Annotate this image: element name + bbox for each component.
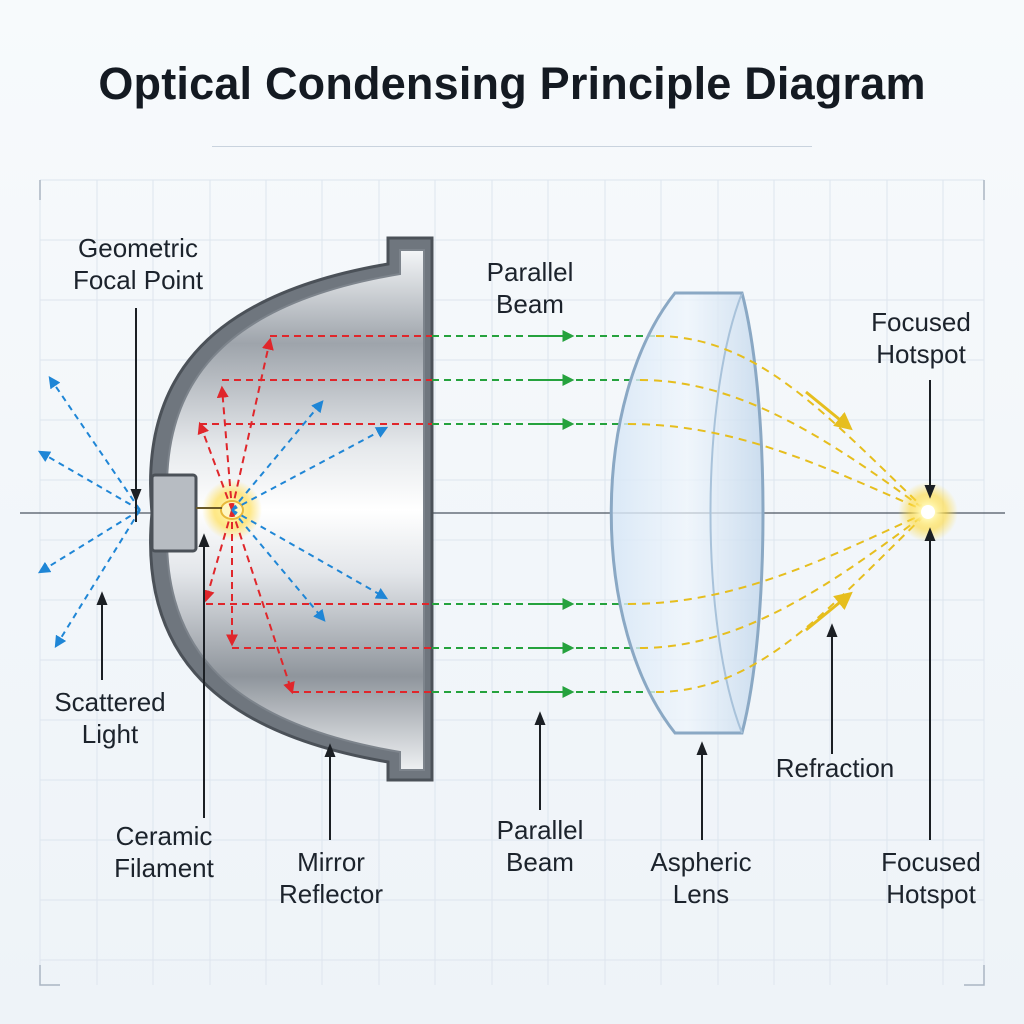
label-parallel-beam-top: Parallel Beam [486, 257, 574, 319]
glowing-focus-icon [898, 482, 958, 542]
title-divider [212, 146, 812, 147]
label-mirror-reflector: Mirror Reflector [278, 847, 384, 909]
label-parallel-beam-bottom: Parallel Beam [496, 815, 584, 877]
lamp-socket [150, 473, 198, 553]
label-refraction: Refraction [775, 753, 895, 783]
label-focused-hotspot-bottom: Focused Hotspot [881, 847, 981, 909]
page-title: Optical Condensing Principle Diagram [98, 58, 926, 109]
aspheric-lens [609, 291, 765, 735]
label-ceramic-filament: Ceramic Filament [114, 821, 214, 883]
mirror-reflector [149, 236, 434, 782]
corner-marks [39, 180, 985, 986]
label-scattered-light: Scattered Light [54, 687, 166, 749]
scattered-rays [37, 376, 389, 649]
reflected-rays [197, 335, 432, 695]
label-aspheric-lens: Aspheric Lens [650, 847, 752, 909]
annotation-leaders [96, 308, 936, 840]
parallel-beam-rays [432, 330, 656, 698]
label-geometric-focal-point: Geometric Focal Point [72, 233, 204, 295]
label-focused-hotspot-top: Focused Hotspot [871, 307, 971, 369]
refracted-rays [627, 335, 929, 693]
